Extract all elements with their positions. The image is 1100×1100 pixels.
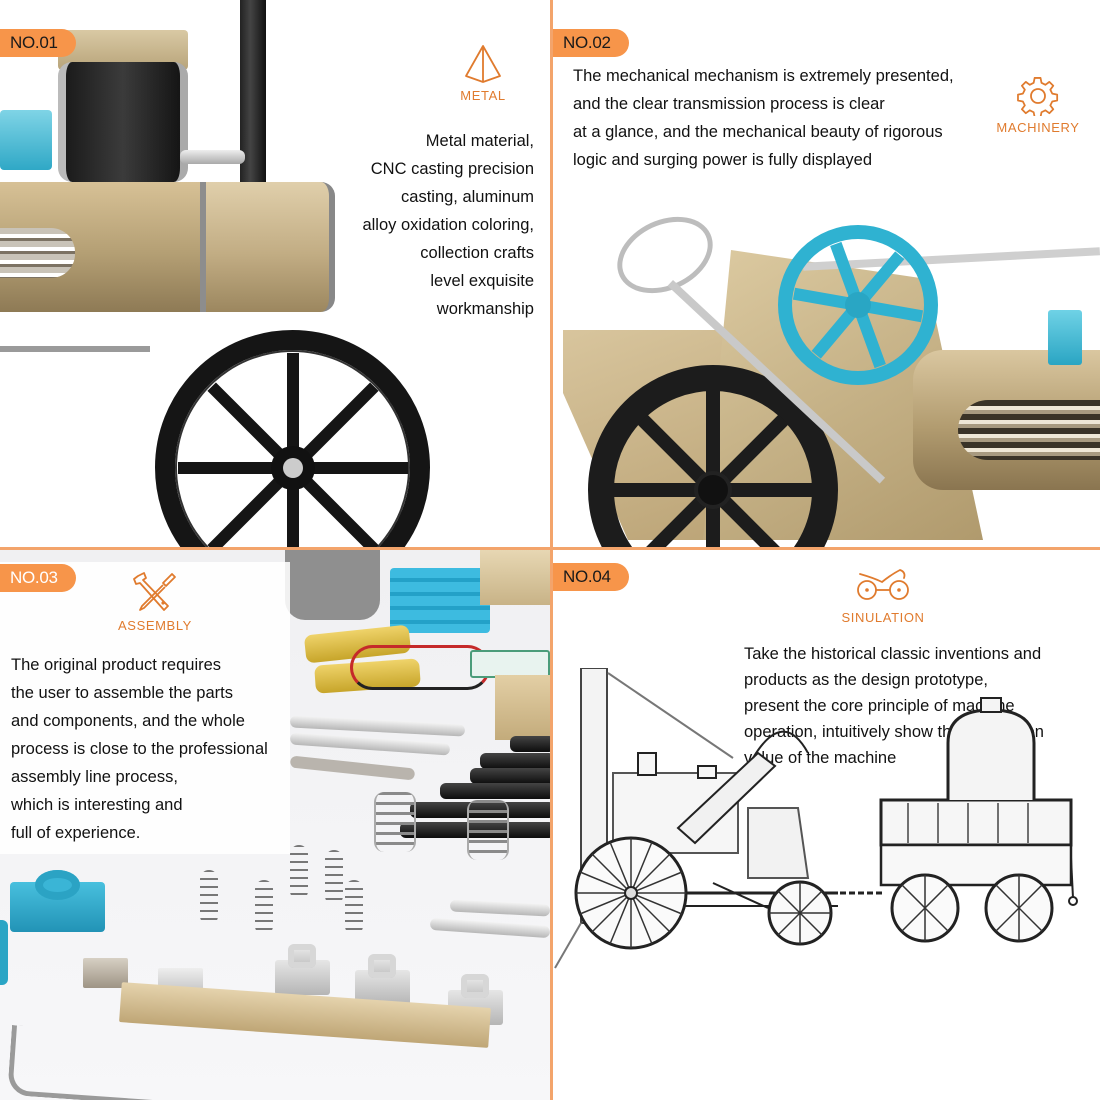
cyan-bracket bbox=[1048, 310, 1082, 365]
chimney bbox=[240, 0, 266, 190]
spring bbox=[345, 880, 363, 935]
section-badge: NO.04 bbox=[553, 563, 629, 591]
mounting-block bbox=[355, 954, 410, 1005]
text-overlay bbox=[0, 562, 290, 854]
panel-machinery: NO.02 The mechanical mechanism is extrem… bbox=[553, 0, 1100, 547]
boiler-cap bbox=[200, 182, 335, 312]
cyan-heat-block bbox=[390, 568, 490, 633]
feature-label: SINULATION bbox=[841, 610, 925, 625]
panel-assembly: NO.03 ASSEMBLY The original product requ… bbox=[0, 550, 550, 1100]
feature-label: METAL bbox=[460, 88, 506, 103]
feature-machinery: MACHINERY bbox=[993, 76, 1083, 135]
horizontal-divider bbox=[0, 547, 1100, 550]
spring bbox=[200, 870, 218, 925]
gold-plate bbox=[480, 550, 550, 605]
frame-rod bbox=[0, 346, 150, 352]
circuit-board bbox=[470, 650, 550, 678]
feature-assembly: ASSEMBLY bbox=[112, 570, 198, 633]
feature-simulation: SINULATION bbox=[833, 564, 933, 625]
cyan-mount bbox=[10, 870, 105, 932]
spring bbox=[290, 845, 308, 900]
wrench-screwdriver-icon bbox=[133, 572, 176, 611]
steering-wheel bbox=[604, 202, 726, 308]
cyan-bracket bbox=[0, 110, 52, 170]
locomotive-sketch bbox=[554, 668, 1078, 969]
small-block bbox=[83, 958, 128, 988]
spring bbox=[374, 792, 416, 852]
cyan-flywheel bbox=[778, 225, 938, 385]
cyan-part bbox=[0, 920, 8, 985]
feature-description: Metal material, CNC casting precision ca… bbox=[362, 132, 534, 318]
spring bbox=[467, 800, 509, 860]
section-badge: NO.03 bbox=[0, 564, 76, 592]
engine-drum bbox=[58, 62, 188, 182]
grey-part bbox=[285, 550, 380, 620]
motorcycle-icon bbox=[857, 569, 909, 600]
rear-wheel bbox=[155, 330, 430, 547]
pyramid-icon bbox=[465, 45, 501, 83]
vertical-divider bbox=[550, 0, 553, 1100]
section-badge: NO.02 bbox=[553, 29, 629, 57]
black-rod bbox=[480, 753, 550, 769]
gear-icon bbox=[1017, 77, 1059, 116]
panel-simulation: NO.04 SINULATION Take the historical cla… bbox=[553, 550, 1100, 1100]
piston-rod bbox=[180, 150, 245, 164]
black-rod bbox=[470, 768, 550, 784]
cylinder-window bbox=[958, 400, 1100, 460]
wires bbox=[350, 645, 490, 690]
feature-description: The mechanical mechanism is extremely pr… bbox=[573, 67, 954, 169]
feature-metal: METAL bbox=[448, 44, 518, 103]
feature-description: The original product requires the user t… bbox=[11, 656, 268, 842]
black-rod bbox=[440, 783, 550, 799]
spring bbox=[325, 850, 343, 905]
feature-description: Take the historical classic inventions a… bbox=[744, 645, 1044, 767]
panel-metal: NO.01 METAL Metal material, CNC casting … bbox=[0, 0, 550, 547]
gold-plate bbox=[495, 675, 550, 740]
boiler-window bbox=[0, 228, 75, 278]
feature-label: ASSEMBLY bbox=[118, 618, 192, 633]
black-rod bbox=[510, 736, 550, 752]
feature-label: MACHINERY bbox=[996, 120, 1080, 135]
mounting-block bbox=[275, 944, 330, 995]
spring bbox=[255, 880, 273, 935]
section-badge: NO.01 bbox=[0, 29, 76, 57]
